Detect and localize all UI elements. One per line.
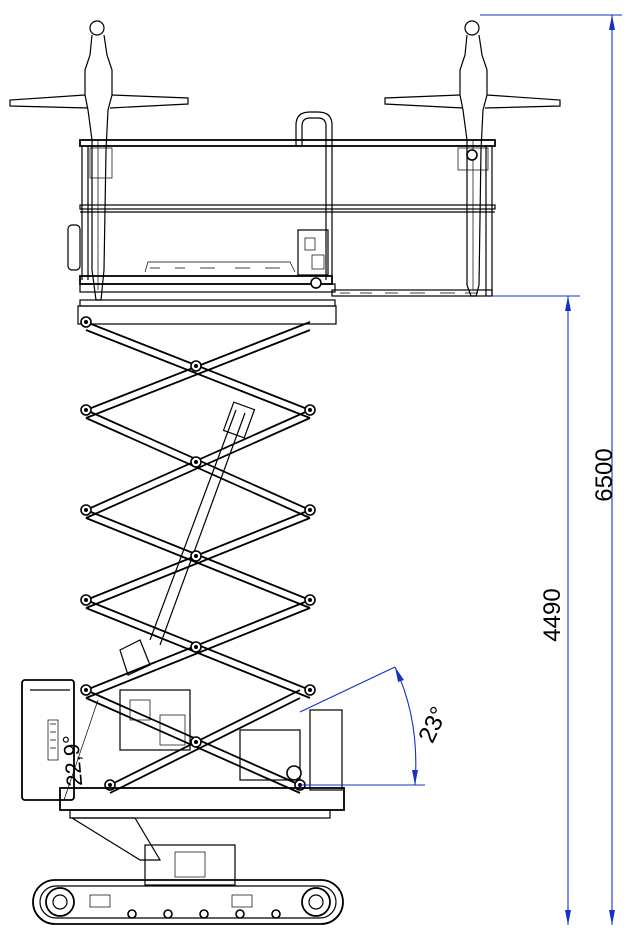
pivot-pin-center xyxy=(194,554,198,558)
pivot-pin-center xyxy=(84,408,88,412)
pivot-pin-center xyxy=(194,364,198,368)
track-roller xyxy=(271,909,281,919)
track-roller xyxy=(127,909,137,919)
incline-reference-line xyxy=(63,699,99,801)
track-roller xyxy=(199,909,209,919)
dimension-platform-height xyxy=(492,295,580,925)
dimension-label-23deg: 23° xyxy=(413,703,453,747)
person-left-figure xyxy=(9,20,189,301)
dimension-label-22-9deg: 22,9° xyxy=(58,734,87,788)
crawler-track xyxy=(32,879,344,925)
pivot-pin-center xyxy=(308,598,312,602)
pivot-pin-center xyxy=(308,688,312,692)
pivot-pin-center xyxy=(194,740,198,744)
platform-basket xyxy=(67,111,496,325)
pivot-pin-center xyxy=(84,598,88,602)
scissor-stack xyxy=(80,316,316,794)
pivot-pin-center xyxy=(194,460,198,464)
dimension-total-height xyxy=(480,14,622,925)
track-roller xyxy=(235,909,245,919)
pivot-pin-center xyxy=(84,320,88,324)
pivot-pin-center xyxy=(194,645,198,649)
pivot-pin-center xyxy=(308,508,312,512)
chassis xyxy=(21,679,345,886)
pivot-pin-center xyxy=(84,688,88,692)
dimension-label-4490: 4490 xyxy=(539,588,566,641)
pivot-pin-center xyxy=(84,508,88,512)
dimension-angle-23 xyxy=(299,666,425,786)
pivot-pin-center xyxy=(108,783,112,787)
dimension-label-6500: 6500 xyxy=(591,448,618,501)
track-roller xyxy=(163,909,173,919)
pivot-pin-center xyxy=(308,408,312,412)
